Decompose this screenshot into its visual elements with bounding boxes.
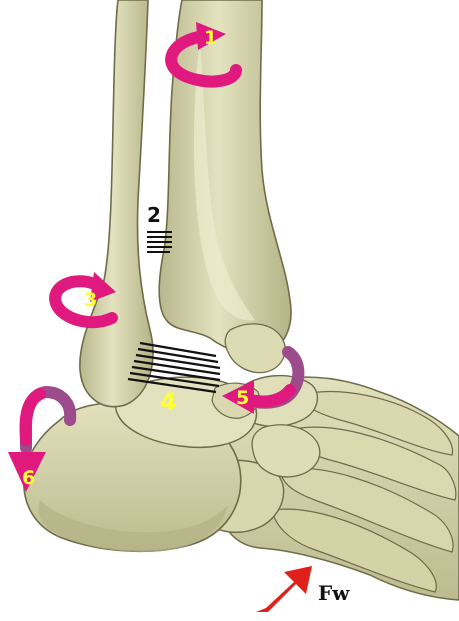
label-3: 3 <box>84 289 97 311</box>
label-6: 6 <box>22 467 35 489</box>
label-2: 2 <box>147 203 161 227</box>
label-5: 5 <box>236 387 249 409</box>
label-1: 1 <box>204 27 217 49</box>
label-4: 4 <box>160 388 177 416</box>
label-fw: Fw <box>318 581 350 605</box>
